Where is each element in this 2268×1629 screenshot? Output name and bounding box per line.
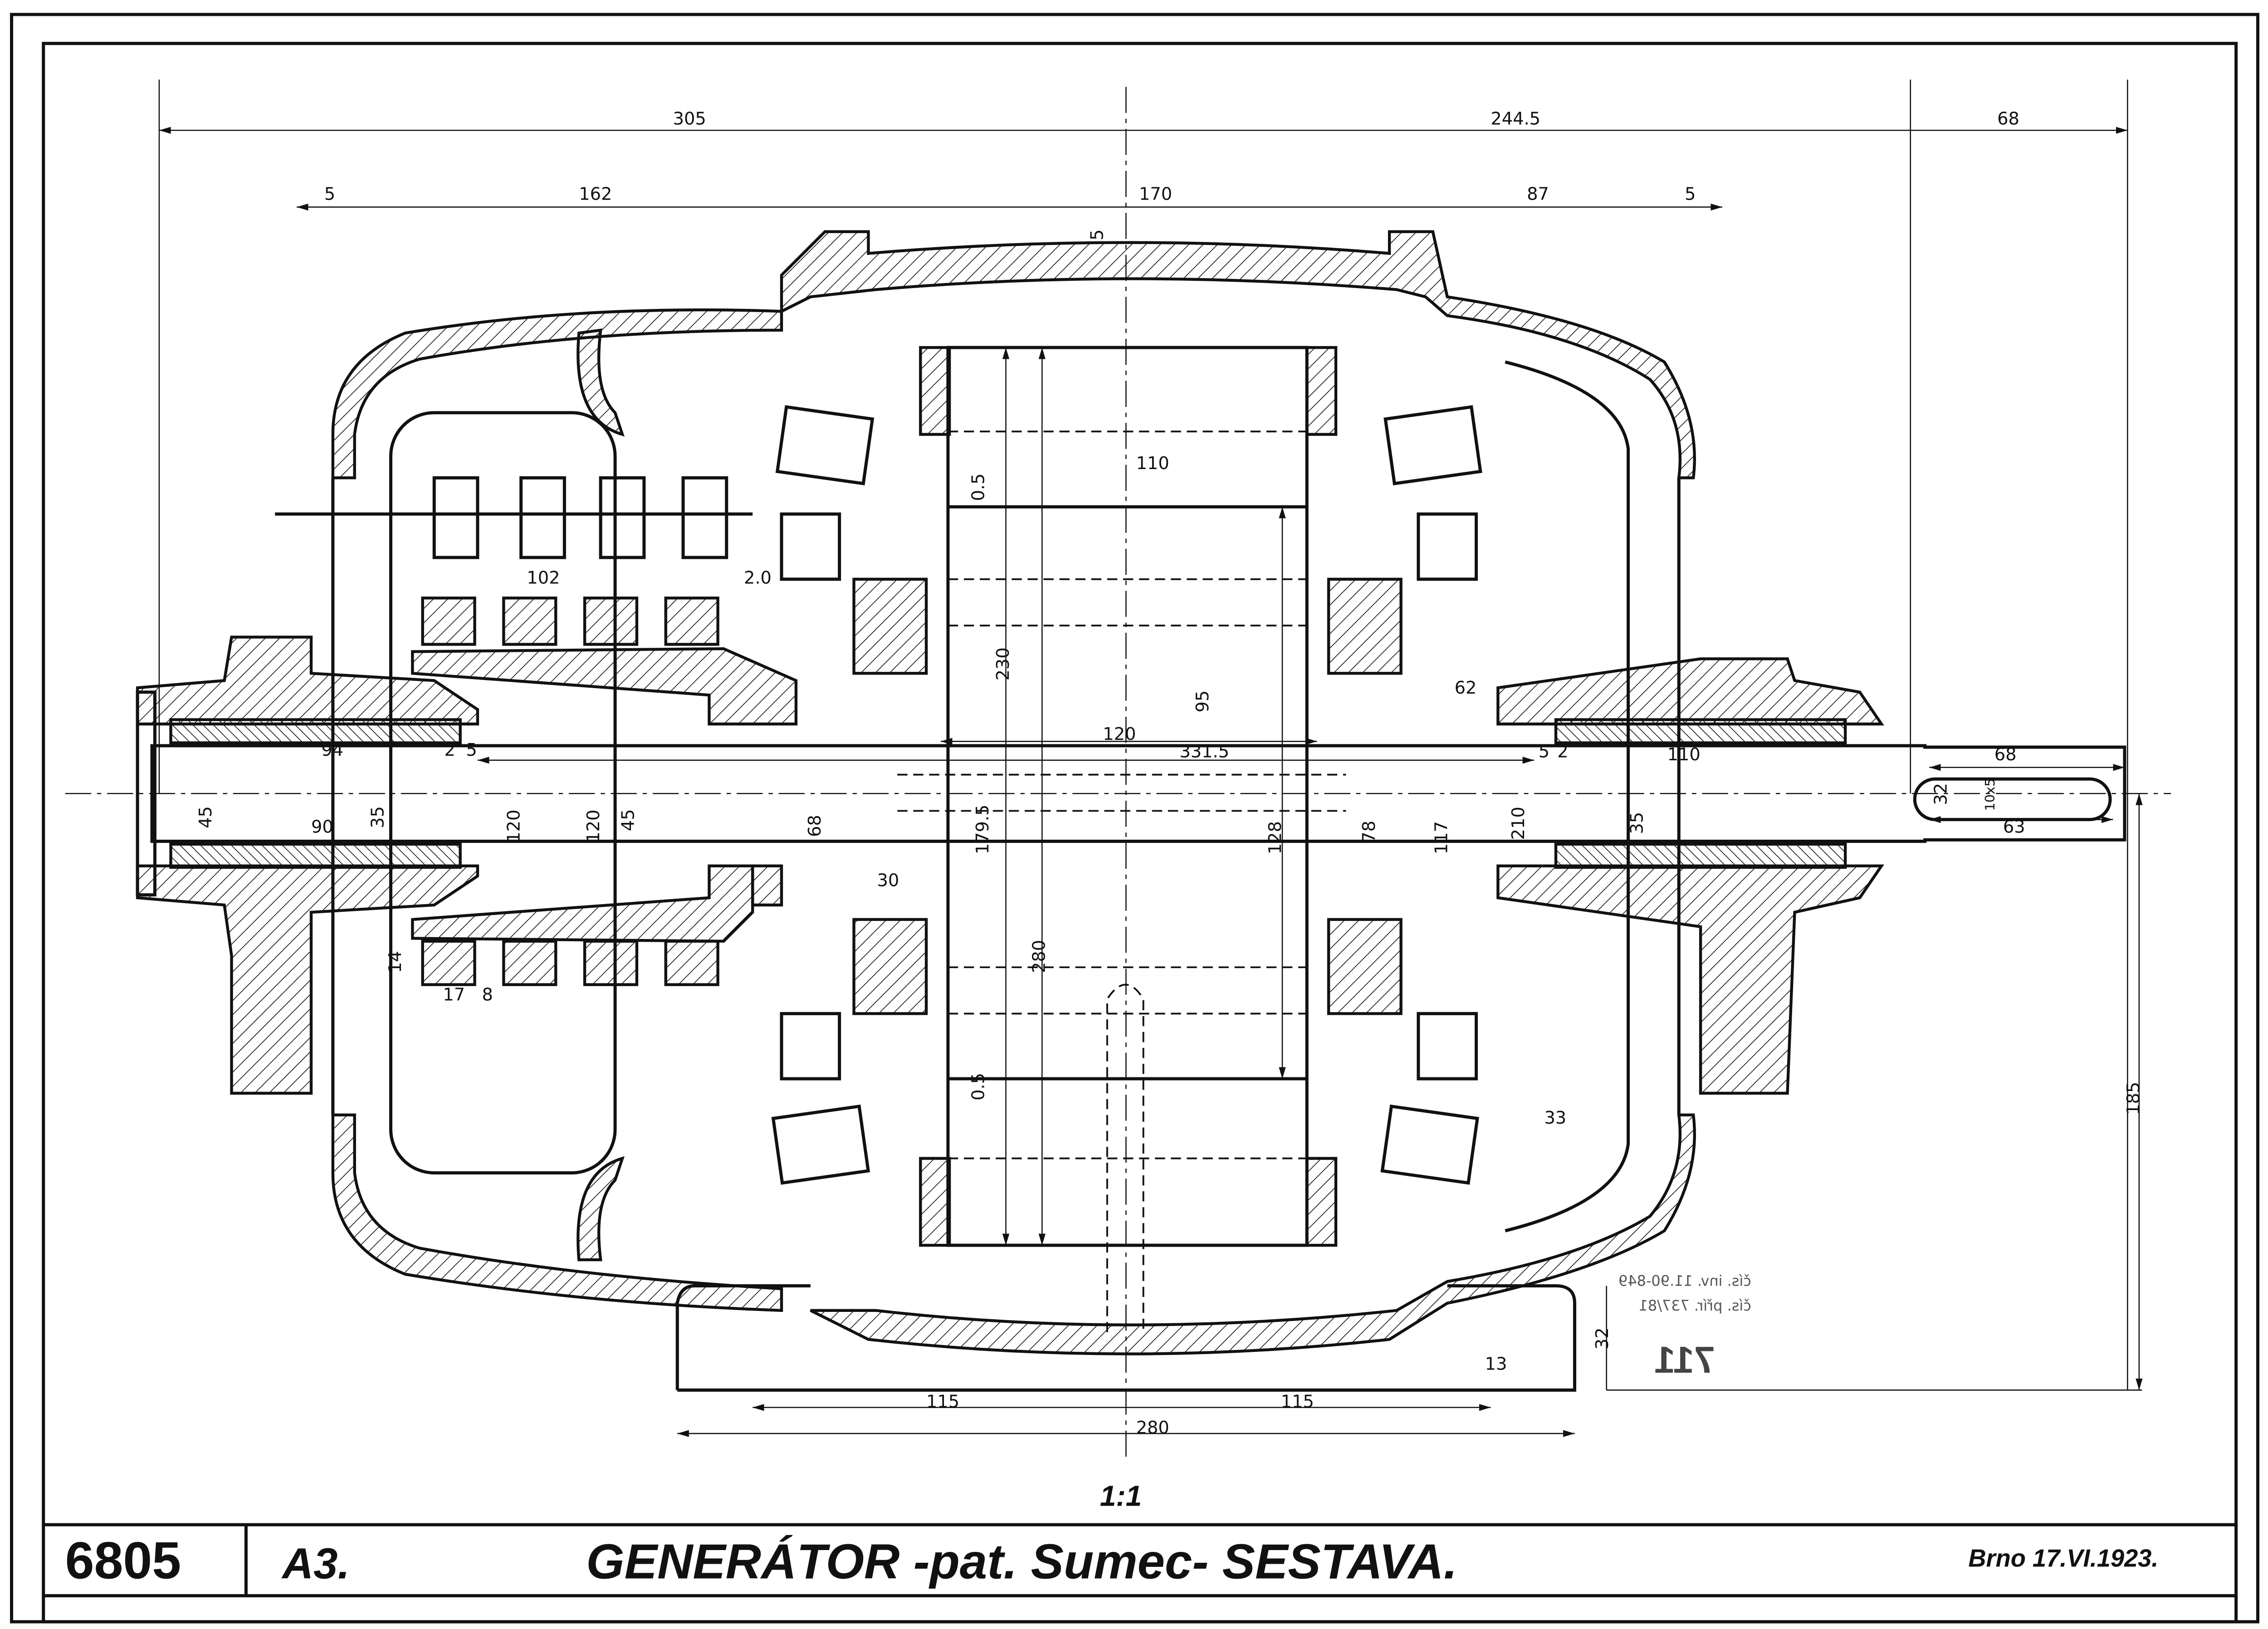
dim-key-63: 63 [2003,817,2025,837]
dim-overall-mid: 244.5 [1491,109,1540,129]
dim-comm-102: 102 [527,567,560,588]
dim-foot-115-right: 115 [1281,1392,1314,1412]
rotor-stator [751,346,1482,1332]
dim-comm-8: 8 [482,985,493,1005]
dim-top-87: 87 [1527,184,1549,204]
dim-dia-95: 95 [1193,690,1213,713]
dim-bearing-110: 110 [1667,744,1701,765]
right-bearing-housing [1496,657,1884,1095]
commutator [275,476,798,986]
dim-height-185: 185 [2123,1082,2144,1115]
generator-housing [331,230,1696,1355]
dim-foot-13: 13 [1485,1354,1507,1375]
archive-notes: čís. inv. 11.90-849 čís. přír. 737/81 71… [1618,1272,1751,1381]
base-foot [675,1284,1576,1392]
drawing-frame [10,13,2259,1624]
dim-len-30: 30 [877,870,899,890]
dim-foot-32: 32 [1592,1327,1613,1350]
dim-bearing-2-left: 2 [445,740,455,760]
dim-gap-5: 5 [1087,230,1107,240]
dim-len-33: 33 [1544,1108,1566,1128]
dim-dia-78: 78 [1359,821,1379,843]
dim-bearing-94: 94 [321,740,343,760]
dim-dia-210: 210 [1508,807,1529,840]
dim-len-62: 62 [1455,678,1477,698]
dim-top-162: 162 [579,184,612,204]
dim-dia-120-b: 120 [583,810,604,843]
dim-dia-230: 230 [993,647,1013,680]
dimension-labels: 305 244.5 68 5 162 170 87 5 5 110 0.5 0.… [196,109,2144,1438]
dim-foot-115-left: 115 [926,1392,959,1412]
dim-dia-179-5: 179.5 [973,805,993,855]
dim-overall-left: 305 [673,109,706,129]
dim-rotor-110: 110 [1136,453,1169,474]
dim-key-32: 32 [1931,783,1951,805]
dim-gap-05-top: 0.5 [968,474,989,501]
dim-shaft-end-68: 68 [1994,744,2017,765]
dim-dia-45-mid: 45 [618,809,639,831]
dim-overall-right: 68 [1997,109,2019,129]
dim-dia-35-left: 35 [368,806,388,828]
dim-comm-14: 14 [385,951,406,973]
left-bearing-housing [136,636,479,1095]
archive-stamp: 711 [1654,1339,1715,1381]
scale-label: 1:1 [1100,1480,1142,1512]
dim-top-5-right: 5 [1685,184,1696,204]
dim-top-170: 170 [1139,184,1172,204]
dim-comm-17: 17 [443,985,465,1005]
drawing-title: GENERÁTOR -pat. Sumec- SESTAVA. [586,1534,1457,1589]
dim-dia-68: 68 [805,815,825,837]
inventory-note-2: čís. přír. 737/81 [1639,1297,1751,1314]
dim-top-5-left: 5 [324,184,335,204]
dim-dia-117: 117 [1432,821,1452,854]
dim-dia-128: 128 [1265,821,1286,854]
dimension-lines [158,79,2143,1437]
dim-foot-280: 280 [1136,1418,1169,1438]
dim-dia-120-a: 120 [503,810,524,843]
place-date: Brno 17.VI.1923. [1968,1545,2158,1572]
dim-gap-05-bottom: 0.5 [968,1073,989,1101]
dim-dia-280: 280 [1029,940,1050,973]
dim-bearing-5-left: 5 [466,740,477,760]
dim-len-331-5: 331.5 [1179,741,1229,762]
dim-dia-35-right: 35 [1627,812,1647,834]
drawing-number: 6805 [65,1531,181,1590]
dim-comm-20: 2.0 [744,567,772,588]
inventory-note-1: čís. inv. 11.90-849 [1618,1272,1751,1289]
dim-dia-45-left: 45 [196,806,216,828]
dim-bearing-2-right: 2 [1557,741,1568,762]
dim-bearing-90: 90 [311,817,333,837]
sheet-format: A3. [281,1539,350,1588]
dim-len-120: 120 [1103,724,1136,744]
dim-key-10x5: 10x5 [1982,778,1998,811]
dim-bearing-5-right: 5 [1539,741,1549,762]
